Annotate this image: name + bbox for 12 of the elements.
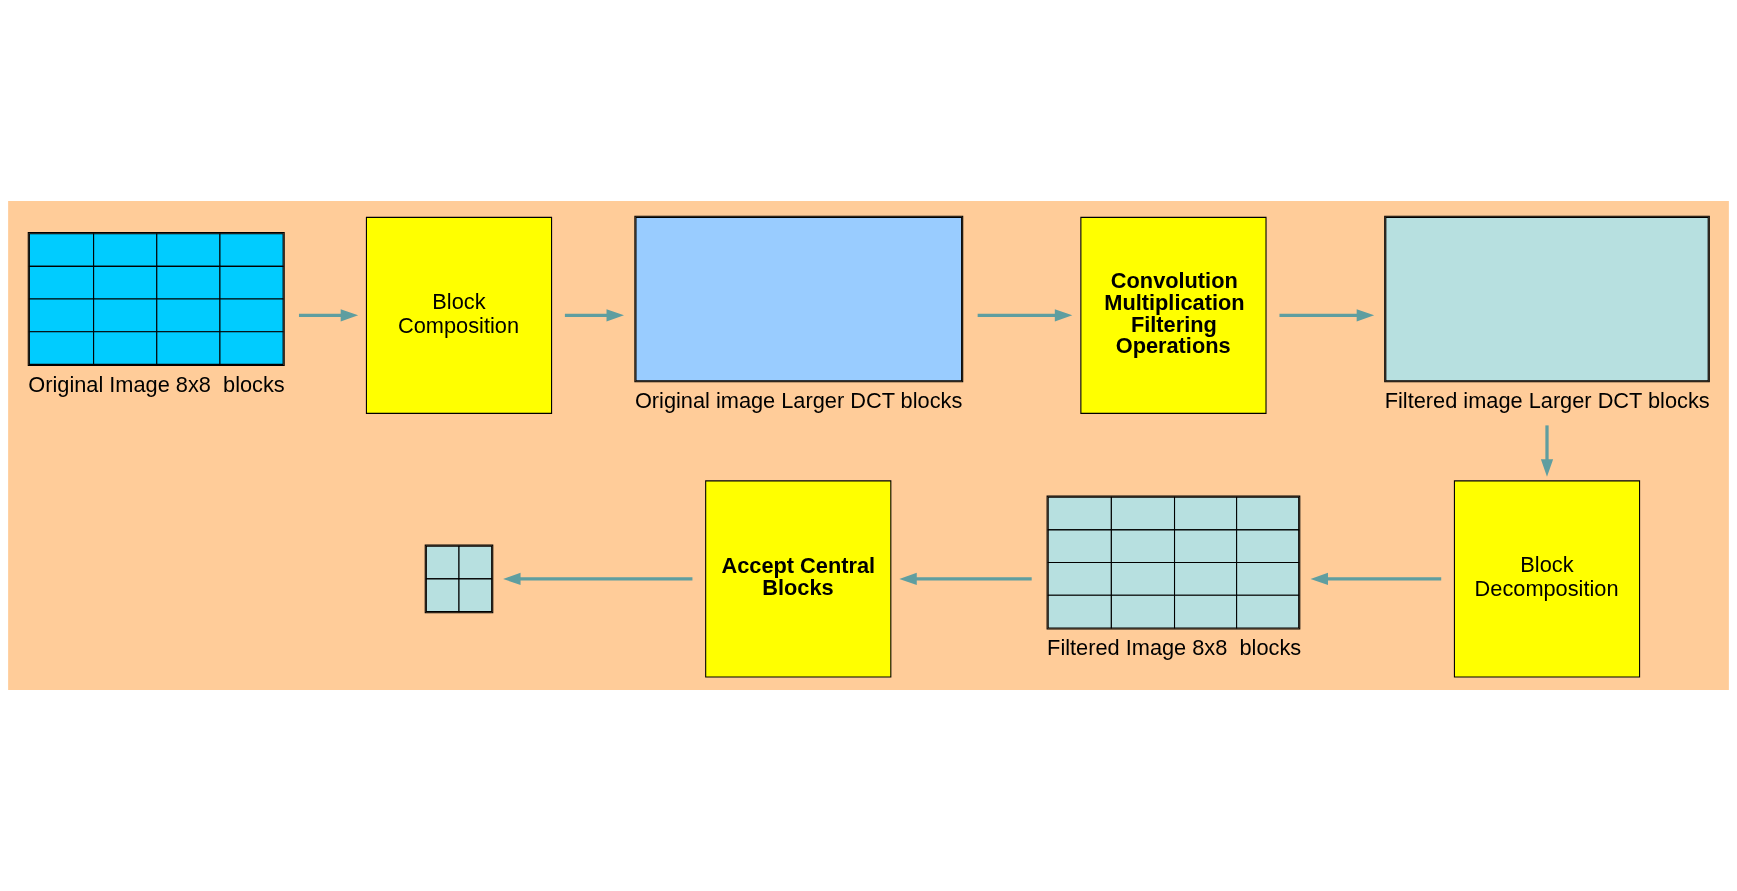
arrow (503, 572, 693, 586)
arrow (977, 309, 1073, 322)
node-label: Original image Larger DCT blocks (634, 387, 963, 413)
arrow (1310, 572, 1442, 586)
arrow (298, 309, 359, 322)
arrow (1279, 309, 1375, 322)
arrow (899, 572, 1032, 586)
node-label: Filtered image Larger DCT blocks (1384, 387, 1710, 413)
arrow (564, 309, 624, 322)
arrow (1540, 425, 1554, 477)
node-label: Filtered Image 8x8 blocks (1047, 635, 1302, 661)
node-label: Original Image 8x8 blocks (28, 371, 285, 397)
